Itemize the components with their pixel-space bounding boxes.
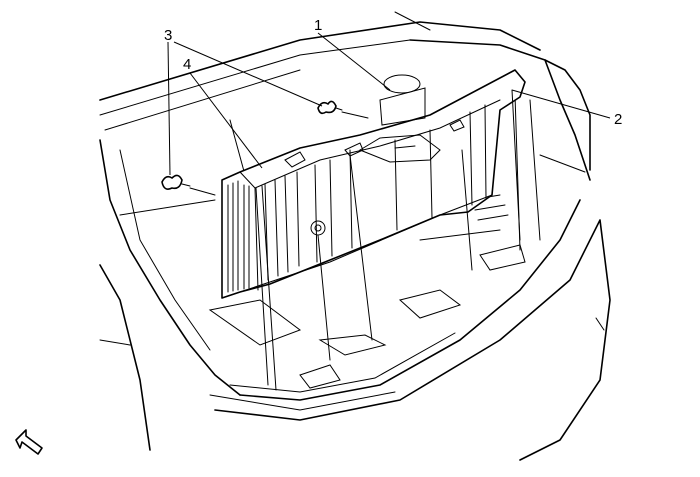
- leader-lines: [167, 32, 611, 176]
- fastener-lower: [161, 174, 191, 190]
- front-arrow-icon: [15, 429, 43, 455]
- callout-1: 1: [314, 17, 322, 34]
- alignment-lines: [189, 89, 521, 391]
- callout-3: 3: [164, 27, 172, 44]
- trunk-trim-panel: [221, 69, 526, 299]
- callout-4: 4: [183, 56, 191, 73]
- fastener-upper: [317, 100, 343, 115]
- callout-2: 2: [614, 111, 622, 128]
- vehicle-body: [99, 11, 611, 461]
